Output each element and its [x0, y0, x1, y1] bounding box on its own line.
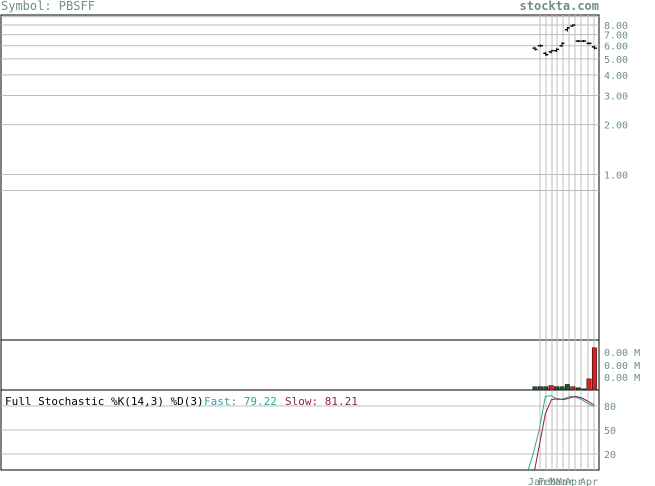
- x-axis-month-label: Jan: [528, 477, 546, 486]
- price-tick-label: 8.00: [604, 21, 628, 32]
- stochastic-tick-label: 80: [604, 402, 616, 413]
- stochastic-fast-line: [527, 395, 595, 470]
- symbol-label: Symbol: PBSFF: [1, 0, 95, 13]
- stochastic-tick-label: 50: [604, 426, 616, 437]
- x-axis-month-label: Apr: [580, 477, 598, 486]
- volume-tick-label: 0.00 M: [604, 348, 640, 359]
- stochastic-slow-value: Slow: 81.21: [285, 395, 358, 408]
- volume-panel-frame: [0, 339, 600, 391]
- price-tick-label: 6.00: [604, 42, 628, 53]
- volume-bar: [559, 386, 565, 391]
- price-tick-label: 4.00: [604, 71, 628, 82]
- price-tick-label: 5.00: [604, 55, 628, 66]
- volume-bar: [554, 386, 560, 391]
- volume-bar: [564, 384, 570, 391]
- volume-bar: [586, 378, 592, 391]
- x-axis-month-label: Mar: [556, 477, 574, 486]
- volume-tick-label: 0.00 M: [604, 373, 640, 384]
- volume-bar: [548, 385, 554, 391]
- price-tick-label: 2.00: [604, 121, 628, 132]
- volume-bar: [581, 388, 587, 391]
- volume-bar: [543, 386, 549, 391]
- price-tick-label: 3.00: [604, 92, 628, 103]
- price-panel-frame: [0, 14, 600, 341]
- volume-bar: [537, 386, 543, 391]
- site-link[interactable]: stockta.com: [519, 0, 599, 13]
- volume-bar: [570, 386, 576, 391]
- x-axis-month-label: Mar: [549, 477, 567, 486]
- volume-bar: [532, 386, 538, 391]
- volume-tick-label: 0.00 M: [604, 361, 640, 372]
- price-tick-label: 7.00: [604, 31, 628, 42]
- volume-bar: [591, 347, 597, 391]
- stochastic-fast-value: Fast: 79.22: [204, 395, 277, 408]
- x-axis-month-label: Apr: [565, 477, 583, 486]
- stochastic-title: Full Stochastic %K(14,3) %D(3): [5, 395, 204, 408]
- stochastic-tick-label: 20: [604, 450, 616, 461]
- volume-bar: [575, 387, 581, 391]
- x-axis-month-label: Feb: [538, 477, 556, 486]
- stochastic-slow-line: [534, 395, 595, 470]
- price-tick-label: 1.00: [604, 171, 628, 182]
